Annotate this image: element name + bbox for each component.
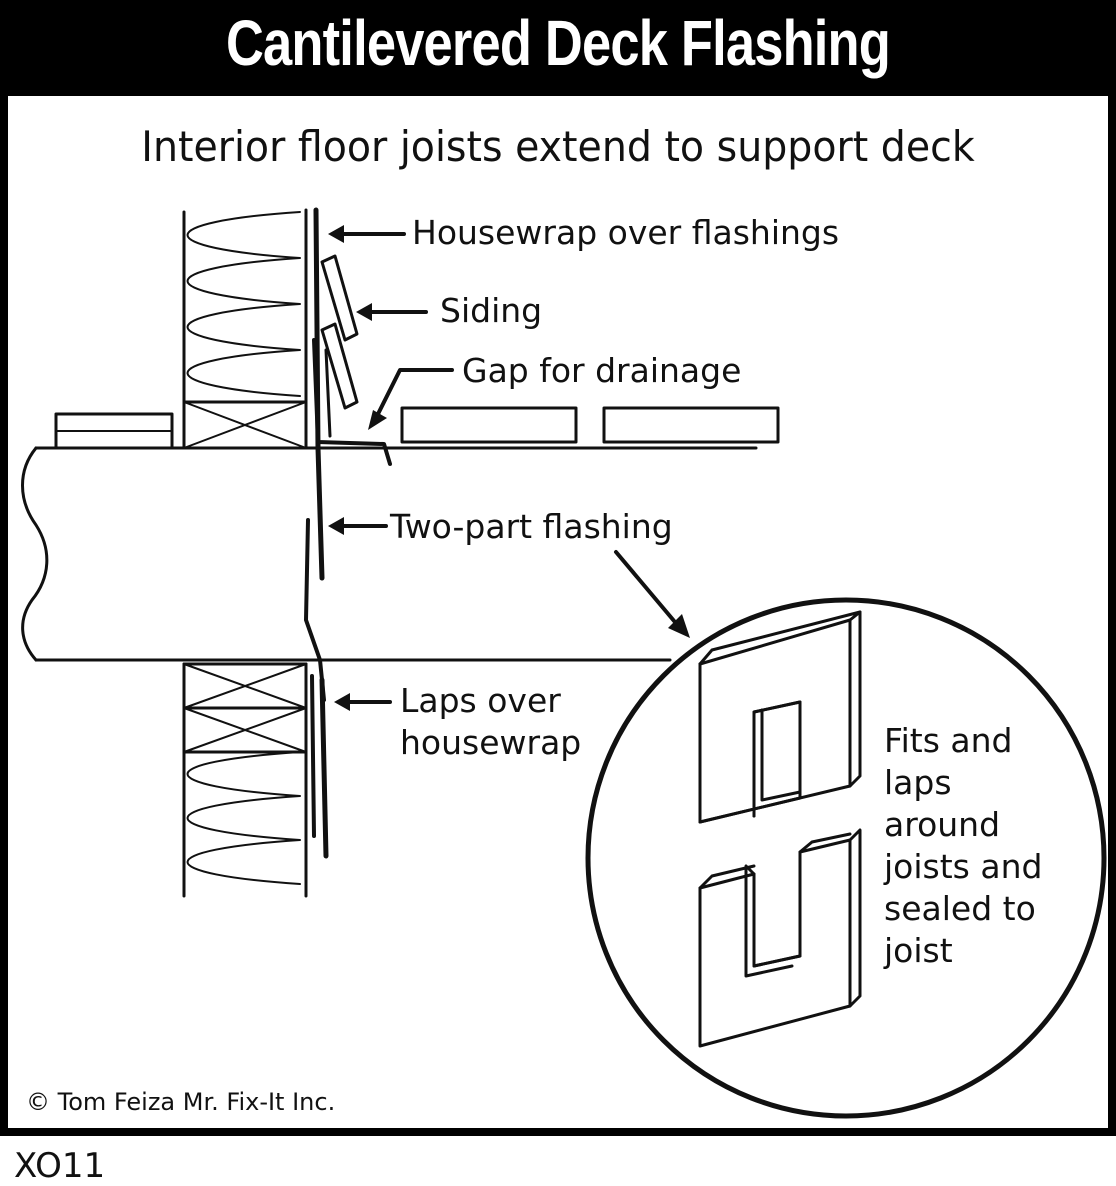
label-gap-drainage: Gap for drainage [462,351,742,390]
lower-plate-bottom [182,706,308,754]
deck-board [602,406,780,444]
deck-board [400,406,578,444]
upper-wall [182,208,308,450]
label-housewrap: Housewrap over flashings [412,213,840,252]
leader-arrows [336,232,682,704]
diagram-frame [0,96,1116,1136]
lower-insulation [186,751,301,885]
label-fits-and-laps: Fits and laps around joists and sealed t… [884,721,1043,970]
arrow-heads [328,225,690,711]
joist-break [21,446,49,662]
label-laps-over-housewrap: Laps over housewrap [400,681,582,762]
label-siding: Siding [440,291,543,330]
diagram-subtitle: Interior floor joists extend to support … [141,122,975,171]
title-bar [0,0,1116,96]
flashing-part-lower [698,828,862,1048]
floor-joist [21,446,758,662]
upper-plate [182,400,308,450]
copyright-notice: © Tom Feiza Mr. Fix-It Inc. [26,1088,336,1116]
upper-insulation [186,211,301,397]
label-two-part-flashing: Two-part flashing [390,507,673,546]
siding [320,254,359,410]
diagram-title: Cantilevered Deck Flashing [225,7,891,79]
flashing-part-upper [698,610,862,824]
upper-flashing [312,338,392,466]
lower-wall [182,662,308,898]
figure-code: XO11 [14,1146,106,1186]
detail-circle [585,597,1107,1119]
